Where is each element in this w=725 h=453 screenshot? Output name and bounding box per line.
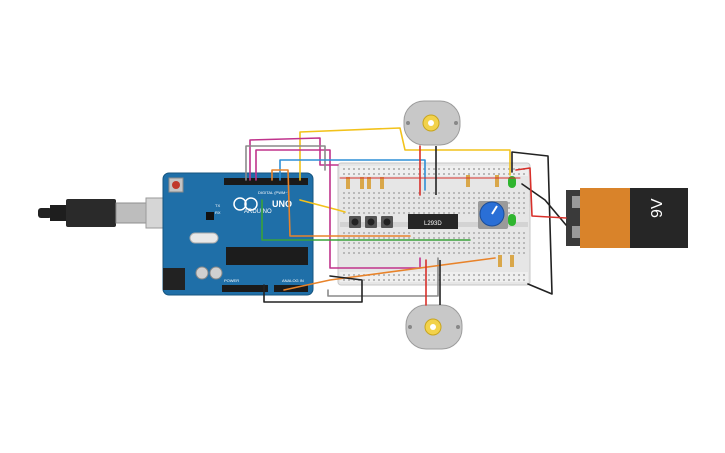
tx-label: TX <box>215 203 220 208</box>
wire-yellow-2 <box>299 199 346 213</box>
wire-magenta-2 <box>255 149 421 269</box>
resistor-6 <box>495 175 499 187</box>
led-green-2 <box>508 214 516 226</box>
resistor-3 <box>367 177 371 189</box>
led-green-1 <box>508 176 516 188</box>
motor-top <box>403 100 461 146</box>
power-label: POWER <box>224 278 239 283</box>
resistor-8 <box>510 255 514 267</box>
resistors <box>346 175 514 267</box>
potentiometer <box>478 201 508 229</box>
wire-black-3 <box>521 183 567 226</box>
motor-bottom <box>405 304 463 350</box>
resistor-2 <box>360 177 364 189</box>
arduino-logo-right <box>244 197 258 211</box>
battery-label: 9V <box>649 198 666 218</box>
arduino-logo-left <box>233 197 247 211</box>
wire-green-1 <box>261 199 471 241</box>
wire-black-1 <box>263 275 363 303</box>
wire-gray-1 <box>245 145 326 181</box>
usb-cable[interactable] <box>38 197 185 229</box>
power-header <box>222 285 268 292</box>
capacitor-1 <box>195 266 209 280</box>
atmega-chip <box>226 247 308 265</box>
usb-chip <box>206 212 214 220</box>
wire-black-2 <box>511 151 553 295</box>
resistor-4 <box>380 177 384 189</box>
crystal-oscillator <box>189 232 219 244</box>
capacitor-2 <box>209 266 223 280</box>
power-jack <box>163 268 185 290</box>
board-model: UNO <box>272 199 292 209</box>
wire-yellow-1 <box>299 127 511 181</box>
battery-9v: 9V <box>566 188 688 248</box>
leds <box>508 176 516 226</box>
top-power-rail <box>340 166 528 176</box>
motor-leads <box>435 146 441 305</box>
digital-header <box>224 178 308 185</box>
board-brand: ARDUINO <box>244 209 272 215</box>
rx-label: RX <box>215 210 221 215</box>
resistor-1 <box>346 177 350 189</box>
wire-orange-1 <box>271 169 411 237</box>
wire-red-battery <box>515 167 567 219</box>
push-buttons <box>349 216 393 228</box>
wire-magenta-1 <box>249 137 339 181</box>
digital-label: DIGITAL (PWM~) <box>258 190 290 195</box>
wire-gray-2 <box>327 257 439 297</box>
l293d-chip: L293D <box>408 214 458 229</box>
bottom-power-rail <box>340 272 528 282</box>
analog-label: ANALOG IN <box>282 278 304 283</box>
chip-label: L293D <box>424 221 442 227</box>
resistor-7 <box>498 255 502 267</box>
resistor-5 <box>466 175 470 187</box>
arduino-board[interactable]: ARDUINO UNO DIGITAL (PWM~) POWER ANALOG … <box>162 172 314 296</box>
reset-button-cap <box>172 181 180 189</box>
